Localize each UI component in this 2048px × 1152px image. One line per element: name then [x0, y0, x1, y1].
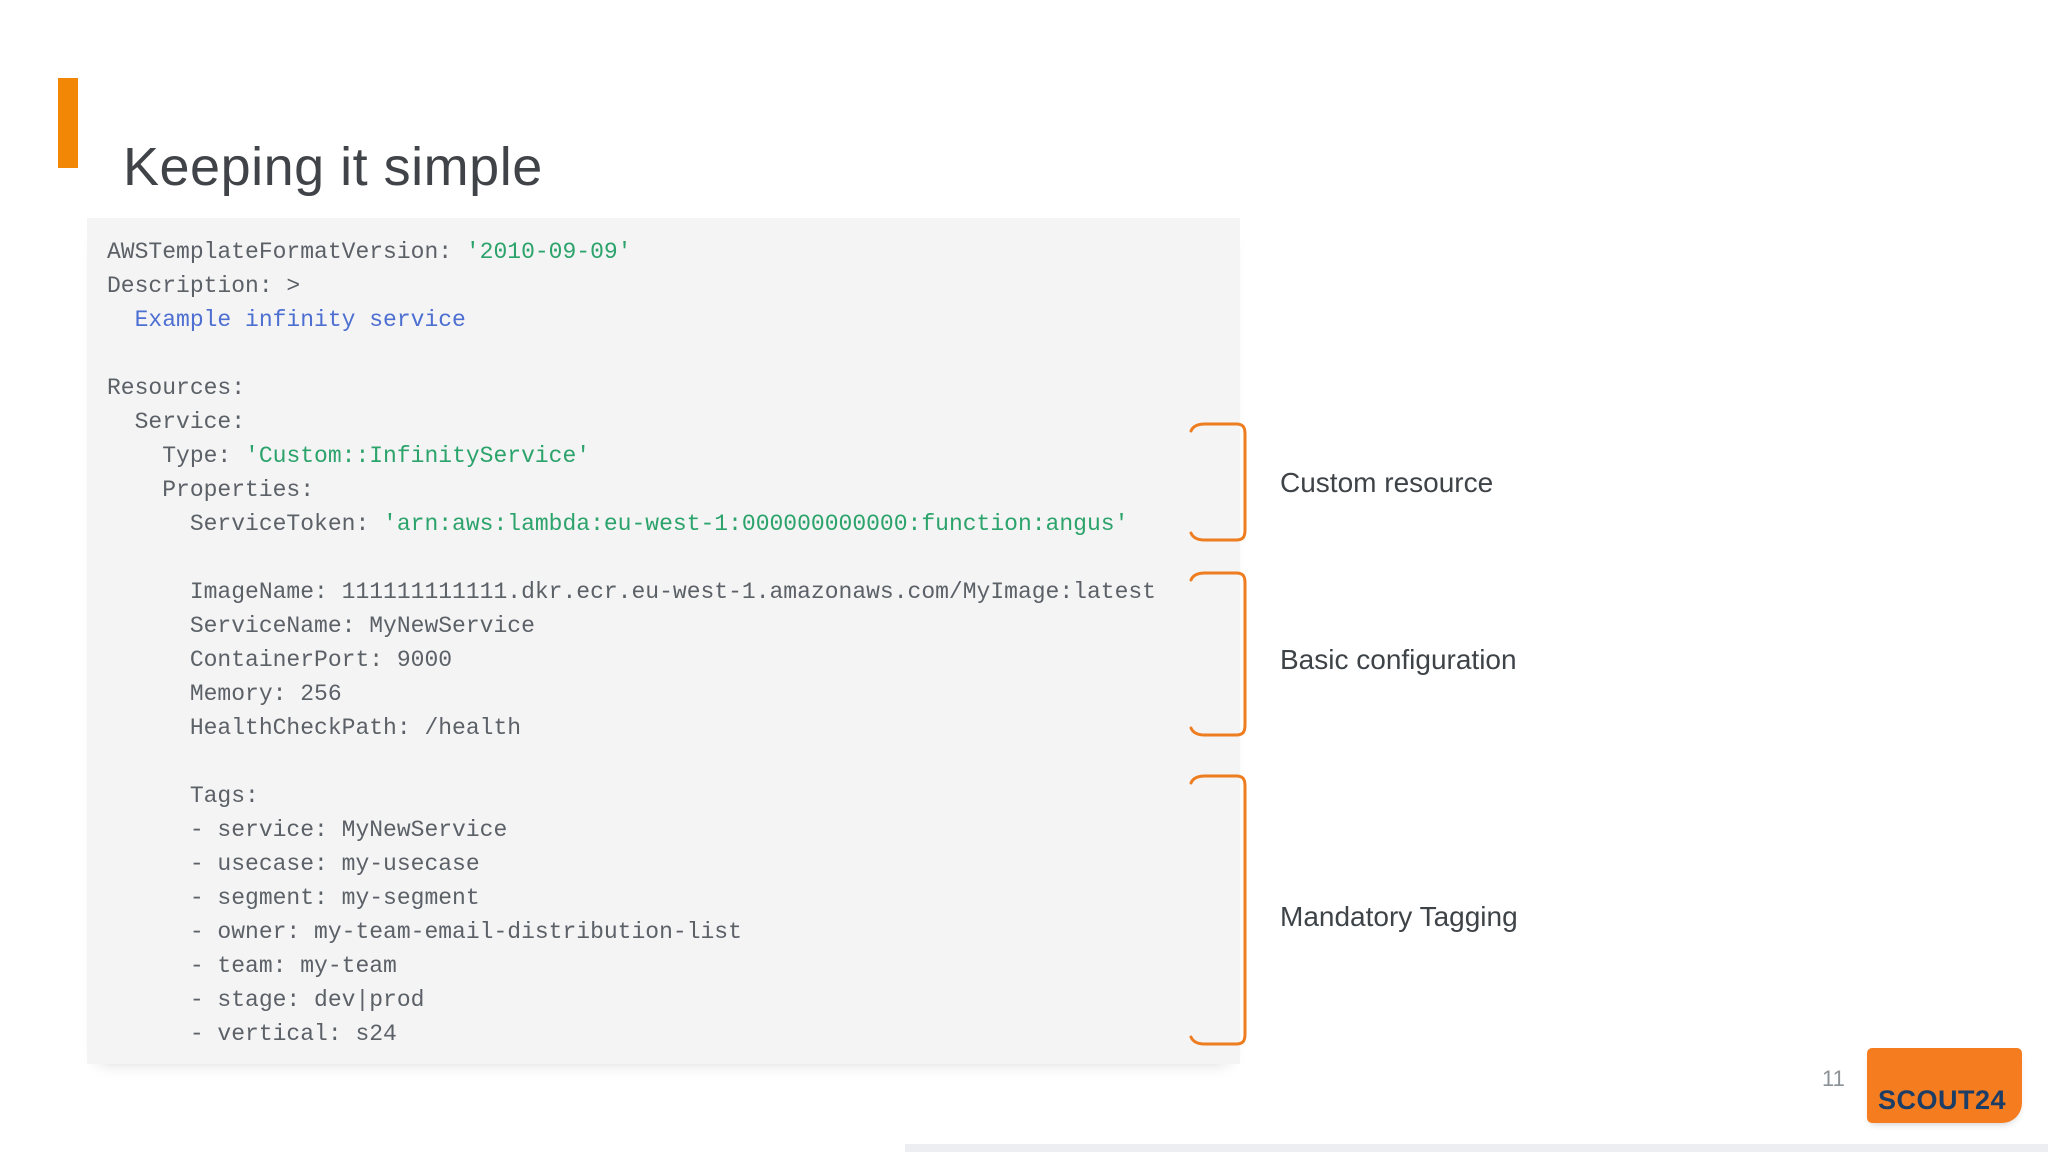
code-line: Tags: — [107, 779, 1240, 813]
code-line: - owner: my-team-email-distribution-list — [107, 915, 1240, 949]
code-segment: Properties: — [107, 477, 315, 503]
code-line: - usecase: my-usecase — [107, 847, 1240, 881]
scout24-logo: SCOUT24 — [1867, 1048, 2022, 1123]
code-segment: - vertical: s24 — [107, 1021, 397, 1047]
title-accent-bar — [58, 78, 78, 168]
code-segment: - owner: my-team-email-distribution-list — [107, 919, 742, 945]
bracket-mandatory-tagging — [1188, 773, 1250, 1047]
code-segment: Tags: — [107, 783, 259, 809]
code-segment: - segment: my-segment — [107, 885, 480, 911]
code-segment: Description: > — [107, 273, 301, 299]
code-line: - segment: my-segment — [107, 881, 1240, 915]
page-number: 11 — [1822, 1066, 1845, 1091]
code-line: Memory: 256 — [107, 677, 1240, 711]
code-segment: - usecase: my-usecase — [107, 851, 480, 877]
code-block: AWSTemplateFormatVersion: '2010-09-09' De… — [87, 218, 1240, 1064]
bracket-basic-configuration — [1188, 570, 1250, 738]
code-line: Description: > — [107, 269, 1240, 303]
code-line: ServiceToken: 'arn:aws:lambda:eu-west-1:… — [107, 507, 1240, 541]
code-line: Example infinity service — [107, 303, 1240, 337]
code-segment: Service: — [107, 409, 246, 435]
code-segment: Resources: — [107, 375, 246, 401]
code-segment: - team: my-team — [107, 953, 397, 979]
code-line: HealthCheckPath: /health — [107, 711, 1240, 745]
code-segment: - stage: dev|prod — [107, 987, 425, 1013]
code-segment: HealthCheckPath: /health — [107, 715, 522, 741]
page-title: Keeping it simple — [123, 137, 543, 198]
bracket-custom-resource — [1188, 421, 1250, 543]
code-line: - vertical: s24 — [107, 1017, 1240, 1051]
code-segment: ImageName: 111111111111.dkr.ecr.eu-west-… — [107, 579, 1156, 605]
annotation-mandatory-tagging: Mandatory Tagging — [1280, 901, 1518, 932]
code-segment: ServiceToken: — [107, 511, 384, 537]
code-segment: '2010-09-09' — [465, 239, 632, 265]
code-line: Type: 'Custom::InfinityService' — [107, 439, 1240, 473]
code-segment: Type: — [107, 443, 246, 469]
code-line: - stage: dev|prod — [107, 983, 1240, 1017]
code-line: ImageName: 111111111111.dkr.ecr.eu-west-… — [107, 575, 1240, 609]
code-line — [107, 337, 1240, 371]
annotation-custom-resource: Custom resource — [1280, 467, 1494, 498]
code-line: AWSTemplateFormatVersion: '2010-09-09' — [107, 235, 1240, 269]
code-line — [107, 745, 1240, 779]
code-line: Resources: — [107, 371, 1240, 405]
annotation-basic-configuration: Basic configuration — [1280, 644, 1517, 675]
code-line — [107, 541, 1240, 575]
bottom-edge-strip — [905, 1144, 2048, 1152]
code-segment: - service: MyNewService — [107, 817, 508, 843]
code-segment: Example infinity service — [107, 307, 466, 333]
code-segment: AWSTemplateFormatVersion: — [107, 239, 466, 265]
code-segment: ServiceName: MyNewService — [107, 613, 535, 639]
code-line: - service: MyNewService — [107, 813, 1240, 847]
code-segment: 'arn:aws:lambda:eu-west-1:000000000000:f… — [383, 511, 1129, 537]
scout24-logo-text: SCOUT24 — [1878, 1085, 2007, 1115]
code-line: Service: — [107, 405, 1240, 439]
code-line: - team: my-team — [107, 949, 1240, 983]
code-line: Properties: — [107, 473, 1240, 507]
code-line: ServiceName: MyNewService — [107, 609, 1240, 643]
code-segment: Memory: 256 — [107, 681, 342, 707]
code-line: ContainerPort: 9000 — [107, 643, 1240, 677]
code-segment: ContainerPort: 9000 — [107, 647, 453, 673]
code-segment: 'Custom::InfinityService' — [245, 443, 591, 469]
